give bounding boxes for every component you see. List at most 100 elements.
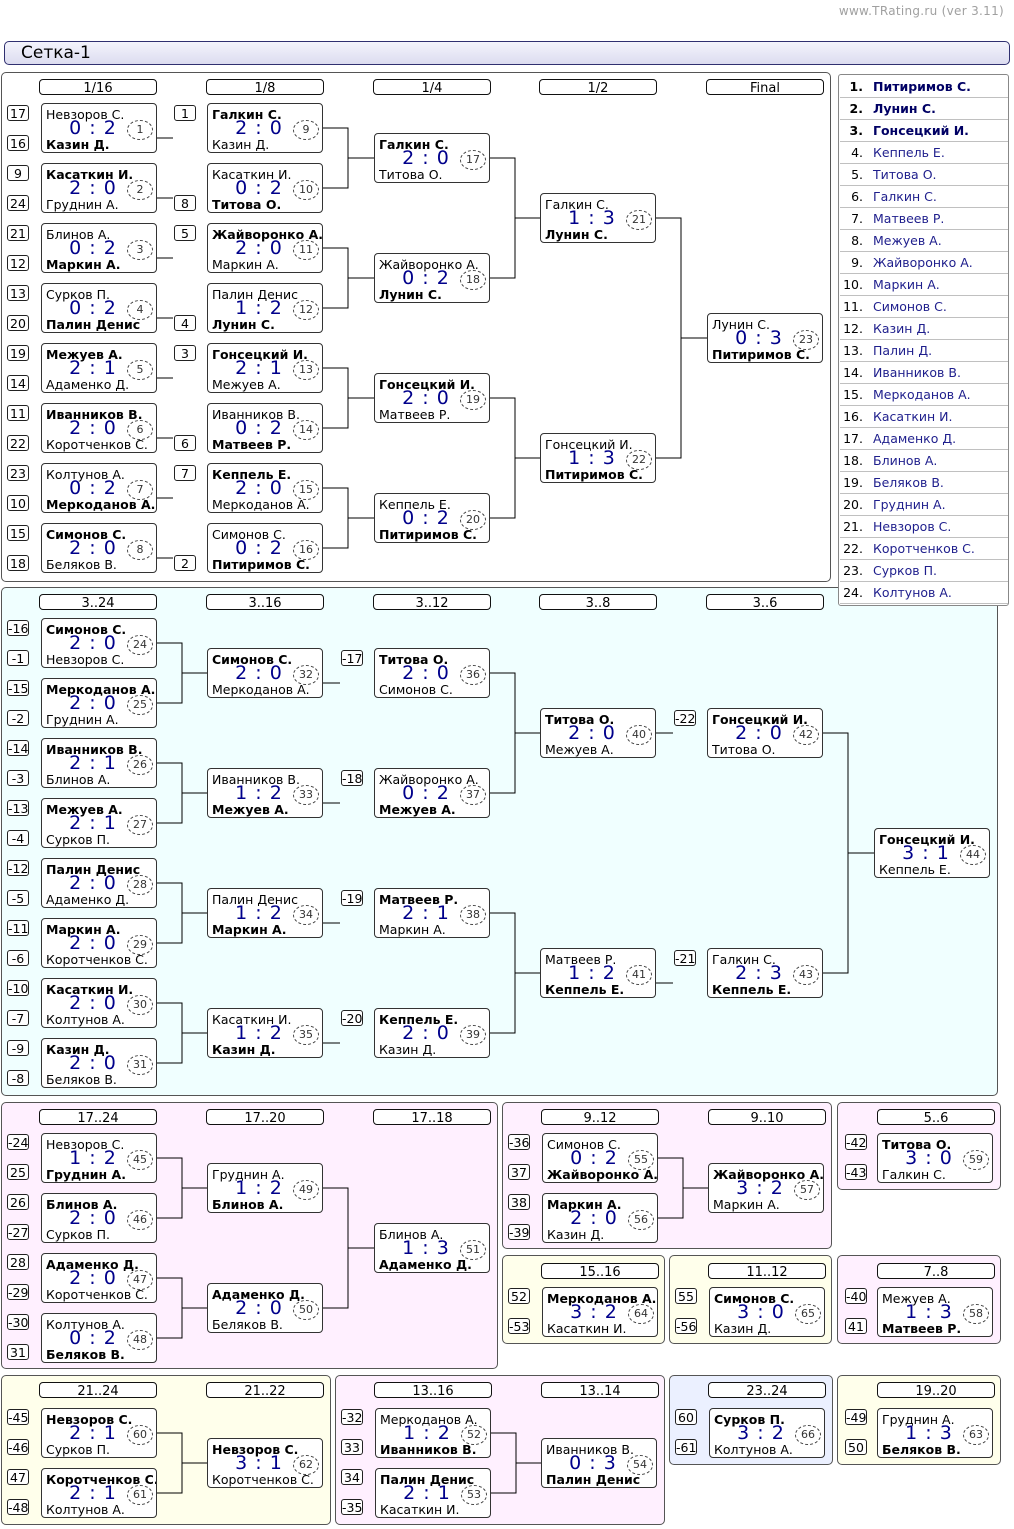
ranking-place: 2. [849, 101, 863, 116]
player-top: Матвеев Р. [379, 892, 459, 907]
seed-number: -8 [7, 1070, 29, 1086]
match-number: 18 [460, 270, 486, 290]
player-top: Колтунов А. [46, 467, 125, 482]
match-score: 1 : 2 [235, 1022, 283, 1044]
player-bottom: Блинов А. [212, 1197, 284, 1212]
player-bottom: Казин Д. [212, 137, 270, 152]
seed-number: 13 [7, 285, 29, 301]
match-score: 2 : 0 [69, 932, 117, 954]
match-score: 1 : 2 [403, 1422, 451, 1444]
seed-number: 26 [7, 1194, 29, 1210]
seed-number: 19 [7, 345, 29, 361]
match-score: 1 : 3 [568, 447, 616, 469]
seed-number: 22 [7, 435, 29, 451]
seed-number: -14 [7, 740, 29, 756]
round-header: 1/16 [39, 79, 157, 95]
player-top: Груднин А. [212, 1167, 285, 1182]
credit-link[interactable]: www.TRating.ru (ver 3.11) [838, 4, 1004, 18]
player-bottom: Казин Д. [547, 1227, 605, 1242]
player-bottom: Кеппель Е. [879, 862, 951, 877]
seed-number: 5 [174, 225, 196, 241]
seed-number: -21 [674, 950, 696, 966]
match-number: 26 [127, 755, 153, 775]
player-top: Симонов С. [212, 527, 286, 542]
match-number: 62 [293, 1455, 319, 1475]
ranking-row: 11.Симонов С. [840, 296, 1008, 318]
match-score: 2 : 0 [69, 692, 117, 714]
match-score: 3 : 2 [736, 1177, 784, 1199]
seed-number: 31 [7, 1344, 29, 1360]
seed-number: 6 [174, 435, 196, 451]
round-header: 21..22 [206, 1382, 324, 1398]
ranking-place: 17. [843, 431, 863, 446]
match-score: 2 : 0 [69, 872, 117, 894]
